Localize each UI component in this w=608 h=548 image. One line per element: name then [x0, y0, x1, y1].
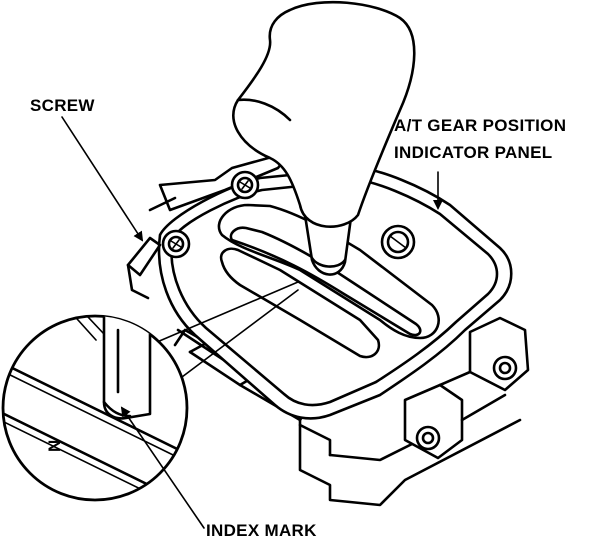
shift-knob [232, 0, 416, 228]
index-mark-label: INDEX MARK [206, 521, 317, 540]
index-mark-leader-arrow [120, 406, 205, 529]
panel-label-line-2: INDICATOR PANEL [394, 143, 552, 162]
screw-right-upper [492, 355, 518, 381]
panel-label-line-1: A/T GEAR POSITION [394, 116, 566, 135]
screw-label: SCREW [30, 96, 95, 115]
leader-arrows [61, 116, 443, 529]
gear-position-letter: N [45, 439, 64, 452]
screw-upper [230, 170, 260, 200]
screw-lower [161, 229, 191, 259]
magnifier-leaders [149, 281, 299, 381]
indicator-panel [157, 166, 513, 420]
magnifier-detail: N [1, 314, 189, 502]
screw-leader-arrow [61, 116, 144, 242]
screw-right-lower [415, 425, 441, 451]
